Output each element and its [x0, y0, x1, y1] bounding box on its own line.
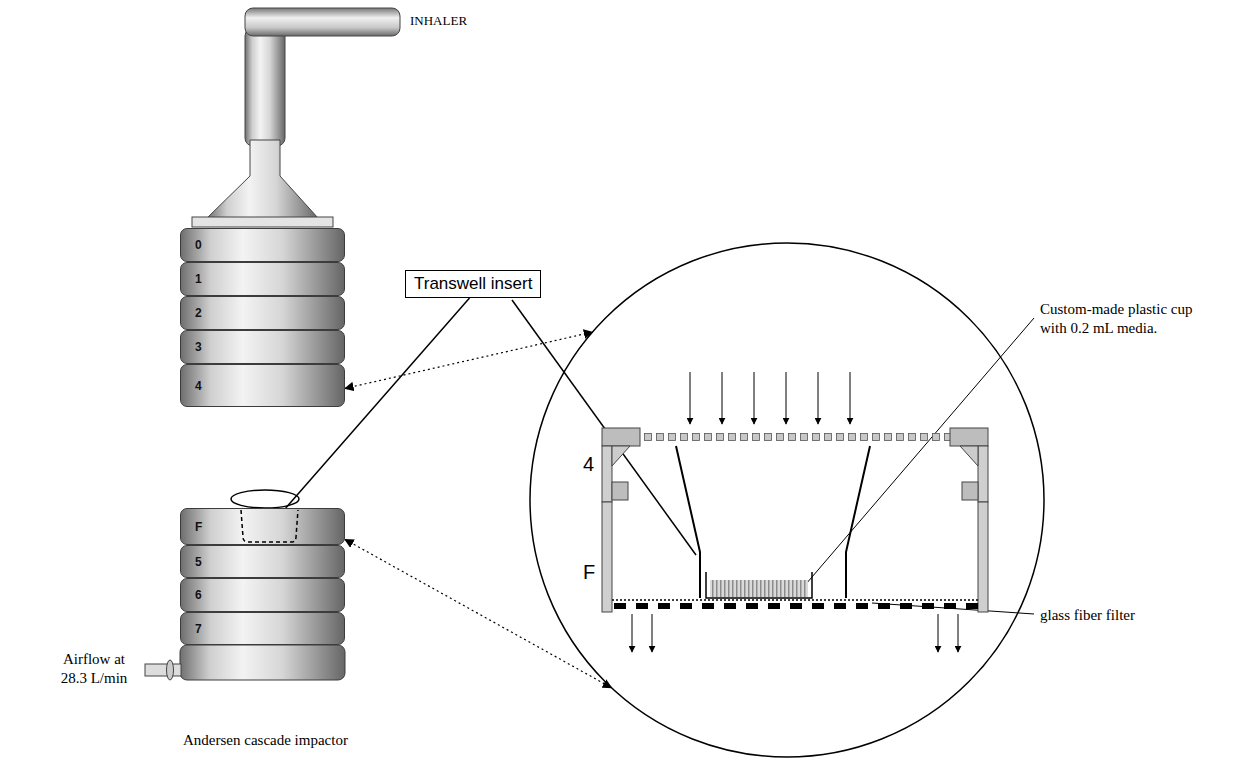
- magnifier-outline: [529, 242, 1045, 758]
- impactor-stage: 4: [180, 364, 345, 407]
- flow-arrow: [690, 372, 691, 424]
- stage-gasket: [962, 482, 978, 500]
- stage-number: 5: [195, 555, 202, 569]
- dotted-zoom-arrow: [345, 332, 592, 388]
- transwell-insert-dashed: [241, 510, 298, 542]
- callout-text: Transwell insert: [414, 274, 532, 294]
- stage-number: 2: [195, 306, 202, 320]
- pipe-flange: [167, 660, 174, 680]
- impactor-stage: 5: [180, 545, 345, 578]
- stage-wall: [602, 446, 612, 502]
- label-holder: glass fiber filter: [1040, 606, 1135, 625]
- annotation-label: Custom-made plastic cup with 0.2 mL medi…: [1040, 300, 1210, 338]
- impactor-stage: 1: [180, 262, 345, 296]
- stage-flange: [602, 428, 640, 446]
- flow-arrow: [722, 372, 723, 424]
- annotation-label: INHALER: [410, 13, 467, 29]
- flow-arrow: [786, 372, 787, 424]
- inhaler-tube: [245, 28, 285, 146]
- stage-brace: [612, 446, 630, 466]
- stage-number: 3: [195, 340, 202, 354]
- stage-number: 1: [195, 272, 202, 286]
- stage-wall: [602, 502, 612, 612]
- filter-support: [614, 603, 978, 609]
- impactor-stage: 0: [180, 228, 345, 262]
- airflow-pipe: [145, 664, 181, 676]
- leader-line: [806, 318, 1034, 584]
- perforated-plate: [640, 433, 950, 441]
- impactor-stage: 7: [180, 612, 345, 645]
- glass-fiber-filter: [612, 599, 978, 601]
- label-holder: Custom-made plastic cup with 0.2 mL medi…: [1040, 300, 1210, 338]
- impactor-stage: F: [180, 508, 345, 545]
- insert-outline: [181, 509, 344, 544]
- stage-number: 7: [195, 622, 202, 636]
- stage-gasket: [612, 482, 628, 500]
- culture-media: [710, 580, 808, 597]
- impactor-stage: 6: [180, 578, 345, 612]
- transwell-wall: [676, 446, 700, 598]
- impactor-stage: 2: [180, 296, 345, 330]
- magnified-view-circle: 4F: [529, 242, 1045, 758]
- stage-wall: [978, 446, 988, 502]
- inlet-plate: [192, 217, 333, 227]
- flow-arrow: [850, 372, 851, 424]
- label-holder: Airflow at 28.3 L/min: [52, 650, 136, 688]
- flow-arrow: [652, 614, 653, 652]
- flow-arrow: [818, 372, 819, 424]
- flow-arrow: [754, 372, 755, 424]
- stage-number: 4: [195, 379, 202, 393]
- stage-number: 0: [195, 238, 202, 252]
- transwell-wall: [846, 446, 870, 598]
- stage-number: F: [195, 520, 202, 534]
- flow-arrow: [938, 614, 939, 652]
- plastic-cup: [706, 572, 812, 598]
- annotation-label: glass fiber filter: [1040, 606, 1135, 625]
- inhaler-adapter: [207, 140, 318, 218]
- magnifier-circle: [530, 243, 1044, 757]
- annotation-label: Andersen cascade impactor: [183, 731, 348, 750]
- impactor-base: [180, 645, 345, 680]
- stage-letter: 4: [583, 452, 594, 476]
- cross-section: [602, 372, 988, 652]
- flow-arrow: [632, 614, 633, 652]
- stage-brace: [960, 446, 978, 466]
- inhaler-mouthpiece: [245, 8, 400, 36]
- stage-flange: [950, 428, 988, 446]
- label-holder: INHALER: [410, 13, 467, 29]
- callout-box: Transwell insert: [405, 270, 541, 298]
- dotted-zoom-arrow: [345, 539, 611, 687]
- label-holder: Andersen cascade impactor: [183, 731, 348, 750]
- annotation-label: Airflow at 28.3 L/min: [52, 650, 136, 688]
- stage-wall: [978, 502, 988, 612]
- stage-letter: F: [583, 560, 595, 584]
- flow-arrow: [958, 614, 959, 652]
- impactor-stage: 3: [180, 330, 345, 364]
- stage-number: 6: [195, 588, 202, 602]
